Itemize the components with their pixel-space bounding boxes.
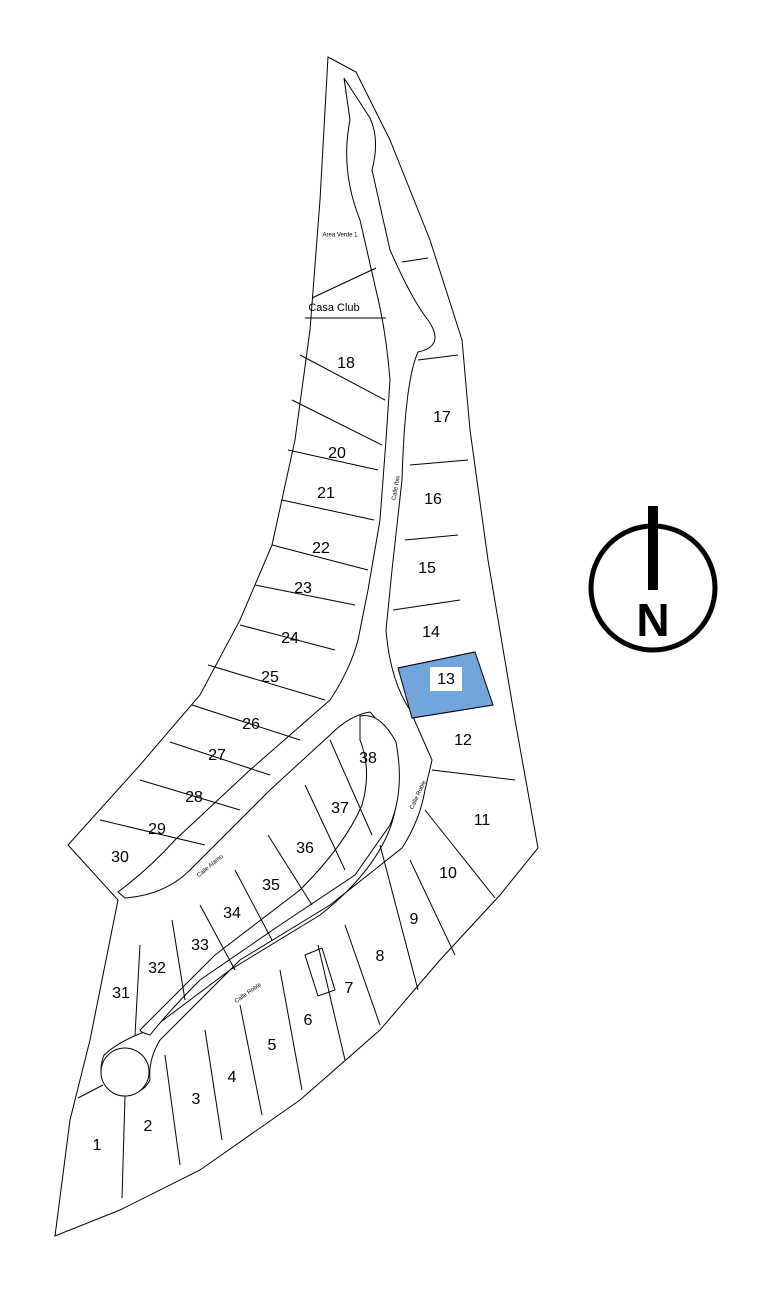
main-road (100, 77, 436, 1094)
street-label-calle-ibis: Calle Ibis (391, 475, 401, 500)
lot-label[interactable]: 32 (148, 960, 166, 977)
lot-label[interactable]: 3 (192, 1091, 201, 1108)
lot-label[interactable]: 5 (268, 1037, 277, 1054)
lot-label[interactable]: 22 (312, 540, 330, 557)
club-house-label: Casa Club (308, 302, 359, 314)
lot-label[interactable]: 27 (208, 747, 226, 764)
north-arrow-shaft (648, 506, 658, 590)
lot-label[interactable]: 12 (454, 732, 472, 749)
lot-label[interactable]: 36 (296, 840, 314, 857)
lot-label[interactable]: 21 (317, 485, 335, 502)
lot-label[interactable]: 23 (294, 580, 312, 597)
lot-label[interactable]: 29 (148, 821, 166, 838)
compass-letter: N (636, 594, 669, 646)
lot-label[interactable]: 1 (93, 1137, 102, 1154)
lot-label[interactable]: 31 (112, 985, 130, 1002)
lot-label[interactable]: 14 (422, 624, 440, 641)
lot-label[interactable]: 17 (433, 409, 451, 426)
lot-label[interactable]: 24 (281, 630, 299, 647)
lot-label[interactable]: 11 (474, 812, 491, 829)
lot-label[interactable]: 2 (144, 1118, 153, 1135)
north-compass: N (588, 506, 718, 653)
green-area-label: Area Verde 1 (322, 233, 358, 239)
lot-label[interactable]: 26 (242, 716, 260, 733)
lot-label[interactable]: 30 (111, 849, 129, 866)
lot-label[interactable]: 7 (345, 980, 354, 997)
lot-label[interactable]: 10 (439, 865, 457, 882)
property-boundary (54, 56, 539, 1237)
road-island (139, 715, 400, 1036)
lot-label[interactable]: 34 (223, 905, 241, 922)
south-lot-dividers (77, 739, 456, 1199)
street-label-calle-roble-south: Calle Roble (234, 982, 263, 1005)
lot-labels: 1 2 3 4 5 6 7 8 9 10 11 12 13 14 15 16 1… (93, 355, 491, 1154)
lot-label[interactable]: 35 (262, 877, 280, 894)
lot-label[interactable]: 33 (191, 937, 209, 954)
lot-label[interactable]: 38 (359, 750, 377, 767)
lot-label[interactable]: 25 (261, 669, 279, 686)
lot-label[interactable]: 20 (328, 445, 346, 462)
lot-label[interactable]: 6 (304, 1012, 313, 1029)
lot-label-13[interactable]: 13 (437, 671, 455, 688)
lot-label[interactable]: 8 (376, 948, 385, 965)
lot-label[interactable]: 16 (424, 491, 442, 508)
lot-label[interactable]: 4 (228, 1069, 237, 1086)
lot-label[interactable]: 37 (331, 800, 349, 817)
lot-label[interactable]: 18 (337, 355, 355, 372)
lot-label[interactable]: 9 (410, 911, 419, 928)
west-lot-dividers (99, 267, 386, 846)
easement-box (304, 947, 336, 997)
lot-13-label-bg (430, 667, 462, 691)
lot-label[interactable]: 28 (185, 789, 203, 806)
cul-de-sac (100, 1047, 150, 1097)
lot-label[interactable]: 15 (418, 560, 436, 577)
